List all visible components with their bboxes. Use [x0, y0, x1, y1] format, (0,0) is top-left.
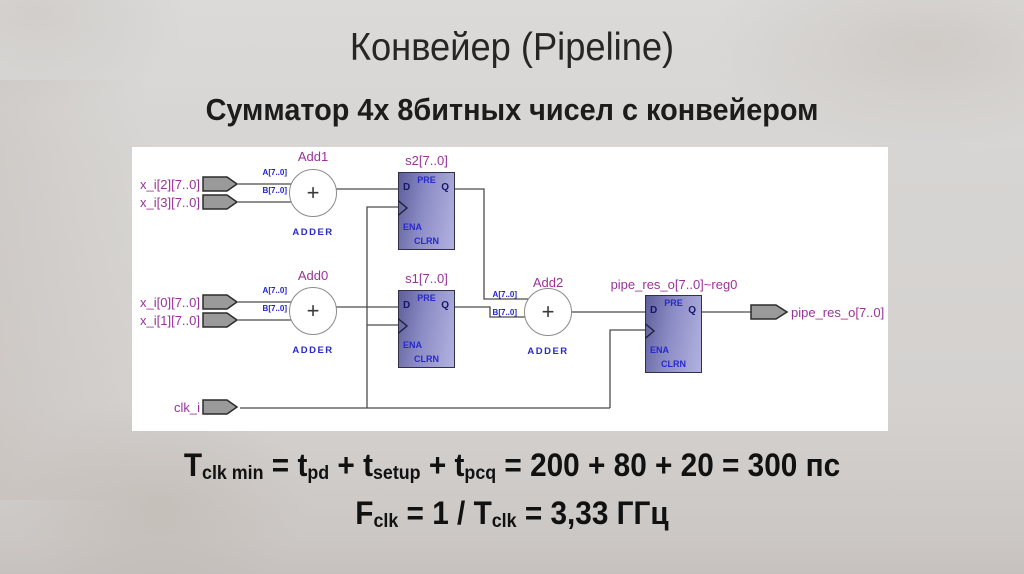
plus-icon: + — [541, 299, 555, 324]
adder-type-add1: ADDER — [292, 227, 334, 238]
adder-port-b-add1: B[7..0] — [262, 186, 287, 195]
adder-port-a-add1: A[7..0] — [262, 168, 287, 177]
slide-title: Конвейер (Pipeline) — [349, 26, 675, 69]
adder-name-add0: Add0 — [297, 268, 329, 283]
adder-type-add0: ADDER — [292, 345, 334, 356]
formula-clock-frequency: Fclk = 1 / Tclk = 3,33 ГГц — [355, 495, 669, 533]
background-left-texture — [0, 80, 150, 500]
clock-triangle-icon — [398, 200, 409, 216]
register-port-d: D — [650, 305, 658, 316]
register-s2: PRE D Q ENA CLRN — [398, 172, 455, 250]
register-port-ena: ENA — [403, 222, 423, 232]
register-port-clrn: CLRN — [661, 359, 686, 369]
register-port-ena: ENA — [650, 345, 670, 355]
adder-port-a-add2: A[7..0] — [492, 290, 517, 299]
register-port-d: D — [403, 300, 411, 311]
wire-net — [238, 183, 756, 409]
input-pin-icon-xi3 — [202, 194, 239, 210]
adder-port-b-add0: B[7..0] — [262, 304, 287, 313]
adder-symbol-add0: + — [289, 287, 337, 335]
adder-symbol-add1: + — [289, 169, 337, 217]
formula-clock-period: Tclk min = tpd + tsetup + tpcq = 200 + 8… — [183, 447, 841, 485]
input-pin-icon-xi0 — [202, 294, 239, 310]
register-name-s1: s1[7..0] — [405, 271, 448, 286]
adder-port-b-add2: B[7..0] — [492, 308, 517, 317]
input-pin-label-xi2: x_i[2][7..0] — [140, 177, 200, 192]
output-pin-icon — [750, 304, 789, 320]
input-pin-icon-xi2 — [202, 176, 239, 192]
adder-name-add2: Add2 — [532, 275, 564, 290]
input-pin-label-xi3: x_i[3][7..0] — [140, 195, 200, 210]
adder-port-a-add0: A[7..0] — [262, 286, 287, 295]
slide-subtitle: Сумматор 4х 8битных чисел с конвейером — [205, 92, 819, 127]
input-pin-icon-clk — [202, 399, 239, 415]
register-s1: PRE D Q ENA CLRN — [398, 290, 455, 368]
register-port-pre: PRE — [664, 298, 683, 308]
plus-icon: + — [306, 298, 320, 323]
register-port-d: D — [403, 182, 411, 193]
adder-type-add2: ADDER — [527, 346, 569, 357]
register-port-pre: PRE — [417, 175, 436, 185]
register-name-reg0: pipe_res_o[7..0]~reg0 — [610, 277, 738, 292]
input-pin-icon-xi1 — [202, 312, 239, 328]
plus-icon: + — [306, 180, 320, 205]
register-reg0: PRE D Q ENA CLRN — [645, 295, 702, 373]
register-port-clrn: CLRN — [414, 354, 439, 364]
register-port-ena: ENA — [403, 340, 423, 350]
schematic-panel: x_i[2][7..0] x_i[3][7..0] x_i[0][7..0] x… — [132, 147, 888, 431]
input-pin-label-xi1: x_i[1][7..0] — [140, 313, 200, 328]
adder-symbol-add2: + — [524, 288, 572, 336]
register-port-pre: PRE — [417, 293, 436, 303]
register-name-s2: s2[7..0] — [405, 153, 448, 168]
input-pin-label-clk: clk_i — [173, 400, 200, 415]
input-pin-label-xi0: x_i[0][7..0] — [140, 295, 200, 310]
clock-triangle-icon — [645, 323, 656, 339]
register-port-q: Q — [441, 300, 449, 311]
register-port-q: Q — [441, 182, 449, 193]
register-port-q: Q — [688, 305, 696, 316]
adder-name-add1: Add1 — [297, 149, 329, 164]
register-port-clrn: CLRN — [414, 236, 439, 246]
clock-triangle-icon — [398, 318, 409, 334]
output-pin-label: pipe_res_o[7..0] — [791, 305, 885, 320]
